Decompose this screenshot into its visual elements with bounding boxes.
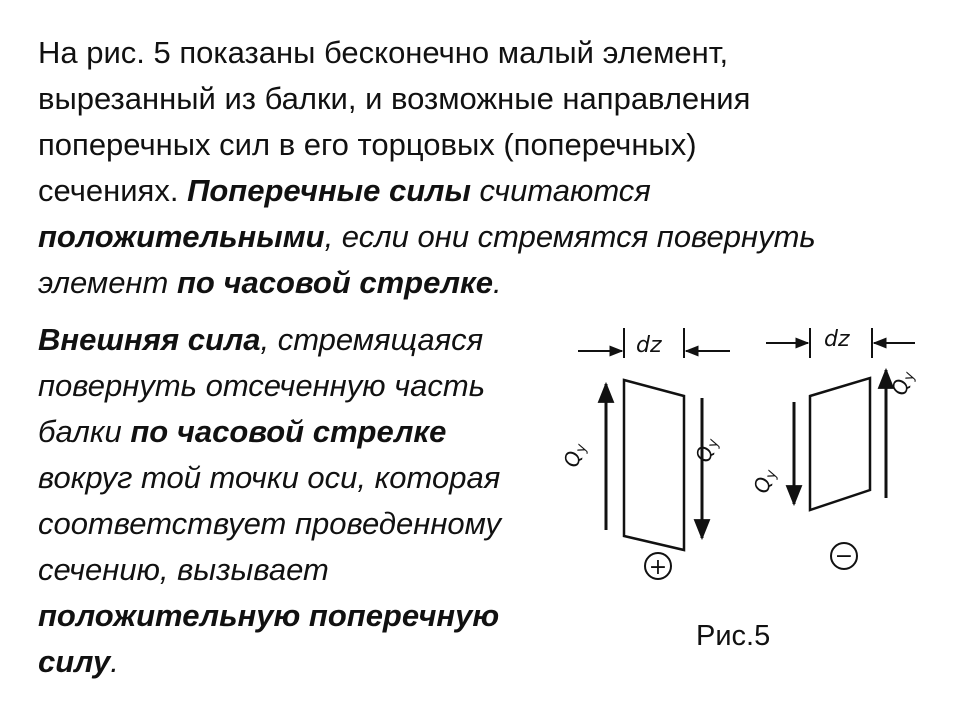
text-fragment: . — [110, 644, 119, 679]
dz-label: dz — [636, 333, 662, 358]
text-line: поперечных сил в его торцовых (поперечны… — [38, 127, 697, 162]
bold-term: Поперечные силы — [187, 173, 471, 208]
element-outline — [622, 378, 686, 552]
plus-sign: + — [649, 555, 667, 580]
text-line: соответствует проведенному — [38, 506, 502, 541]
paragraph-definition: На рис. 5 показаны бесконечно малый элем… — [38, 30, 918, 306]
text-fragment: , если они стремятся повернуть — [324, 219, 816, 254]
text-line: сечению, вызывает — [38, 552, 329, 587]
figure-caption: Рис.5 — [696, 620, 771, 652]
paragraph-external-force: Внешняя сила, стремящаяся повернуть отсе… — [38, 317, 578, 685]
negative-element: dz Qy Qy − — [749, 327, 918, 570]
text-fragment: , стремящаяся — [260, 322, 484, 357]
bold-term: положительными — [38, 219, 325, 254]
text-fragment: балки — [38, 414, 131, 449]
shear-force-figure: dz Qy Qy + dz Qy Qy − — [560, 327, 918, 580]
qy-label: Qy — [887, 368, 918, 397]
element-outline — [808, 376, 872, 512]
text-line: вырезанный из балки, и возможные направл… — [38, 81, 751, 116]
minus-sign: − — [835, 544, 853, 569]
bold-term: силу — [38, 644, 111, 679]
bold-term: положительную поперечную — [38, 598, 500, 633]
positive-element: dz Qy Qy + — [560, 328, 730, 580]
qy-label: Qy — [749, 466, 780, 495]
dz-label: dz — [824, 327, 850, 352]
text-fragment: . — [492, 265, 502, 300]
bold-term: по часовой стрелке — [176, 265, 493, 300]
text-line: вокруг той точки оси, которая — [38, 460, 501, 495]
text-fragment: элемент — [38, 265, 177, 300]
qy-label: Qy — [560, 440, 590, 469]
text-line: повернуть отсеченную часть — [38, 368, 486, 403]
text-fragment: считаются — [470, 173, 651, 208]
text-line: На рис. 5 показаны бесконечно малый элем… — [38, 35, 729, 70]
qy-label: Qy — [691, 435, 722, 464]
bold-term: Внешняя сила — [38, 322, 261, 357]
bold-term: по часовой стрелке — [130, 414, 447, 449]
plus-sign-circle — [644, 552, 672, 580]
minus-sign-circle — [830, 542, 858, 570]
text-line: сечениях. — [38, 173, 188, 208]
